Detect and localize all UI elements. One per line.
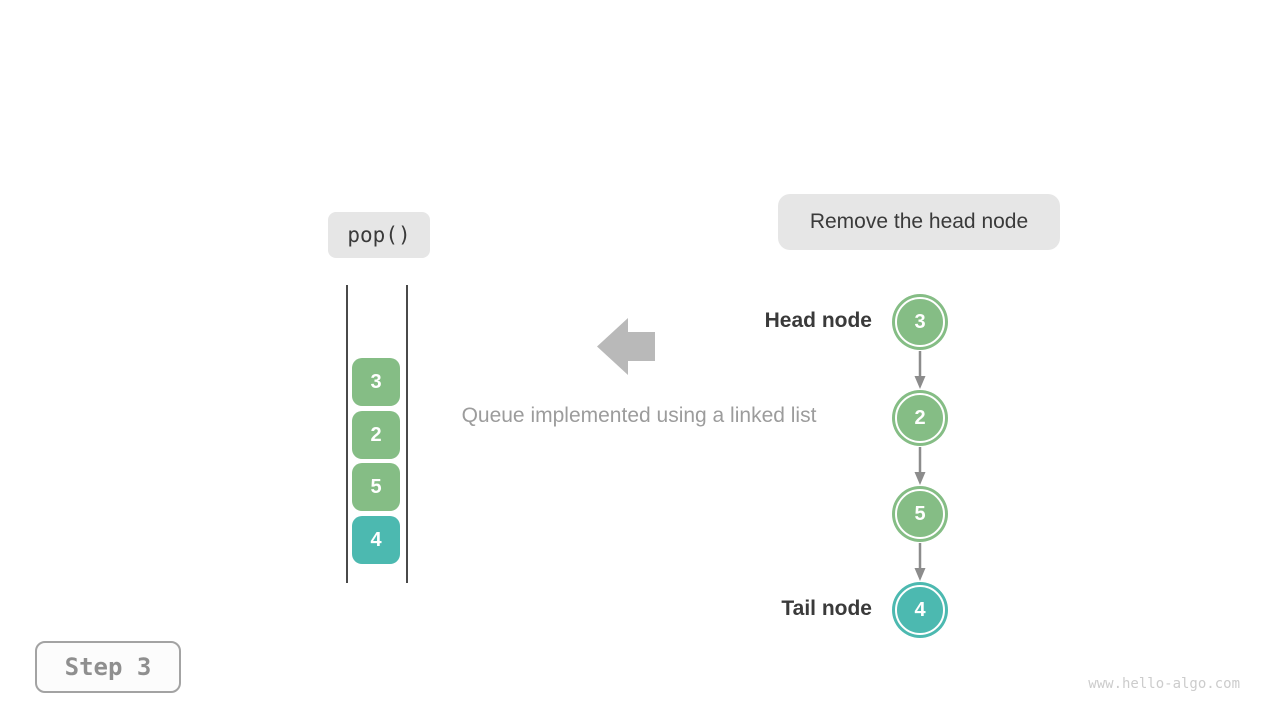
down-arrow-icon — [913, 543, 927, 581]
queue-box: 2 — [352, 411, 400, 459]
linked-list-node: 5 — [895, 489, 945, 539]
diagram-caption: Queue implemented using a linked list — [461, 404, 817, 427]
queue-box: 4 — [352, 516, 400, 564]
queue-box: 3 — [352, 358, 400, 406]
tail-node-label: Tail node — [781, 597, 872, 620]
linked-list-node: 4 — [895, 585, 945, 635]
linked-list-node: 3 — [895, 297, 945, 347]
watermark: www.hello-algo.com — [1088, 676, 1240, 692]
step-indicator: Step 3 — [35, 641, 181, 693]
queue-box: 5 — [352, 463, 400, 511]
left-block-arrow-icon — [597, 318, 655, 381]
linked-list-node: 2 — [895, 393, 945, 443]
annotation-label: Remove the head node — [778, 194, 1060, 250]
down-arrow-icon — [913, 351, 927, 389]
operation-label: pop() — [328, 212, 430, 258]
down-arrow-icon — [913, 447, 927, 485]
head-node-label: Head node — [764, 309, 872, 332]
queue-container-right-wall — [406, 285, 408, 583]
queue-container-left-wall — [346, 285, 348, 583]
